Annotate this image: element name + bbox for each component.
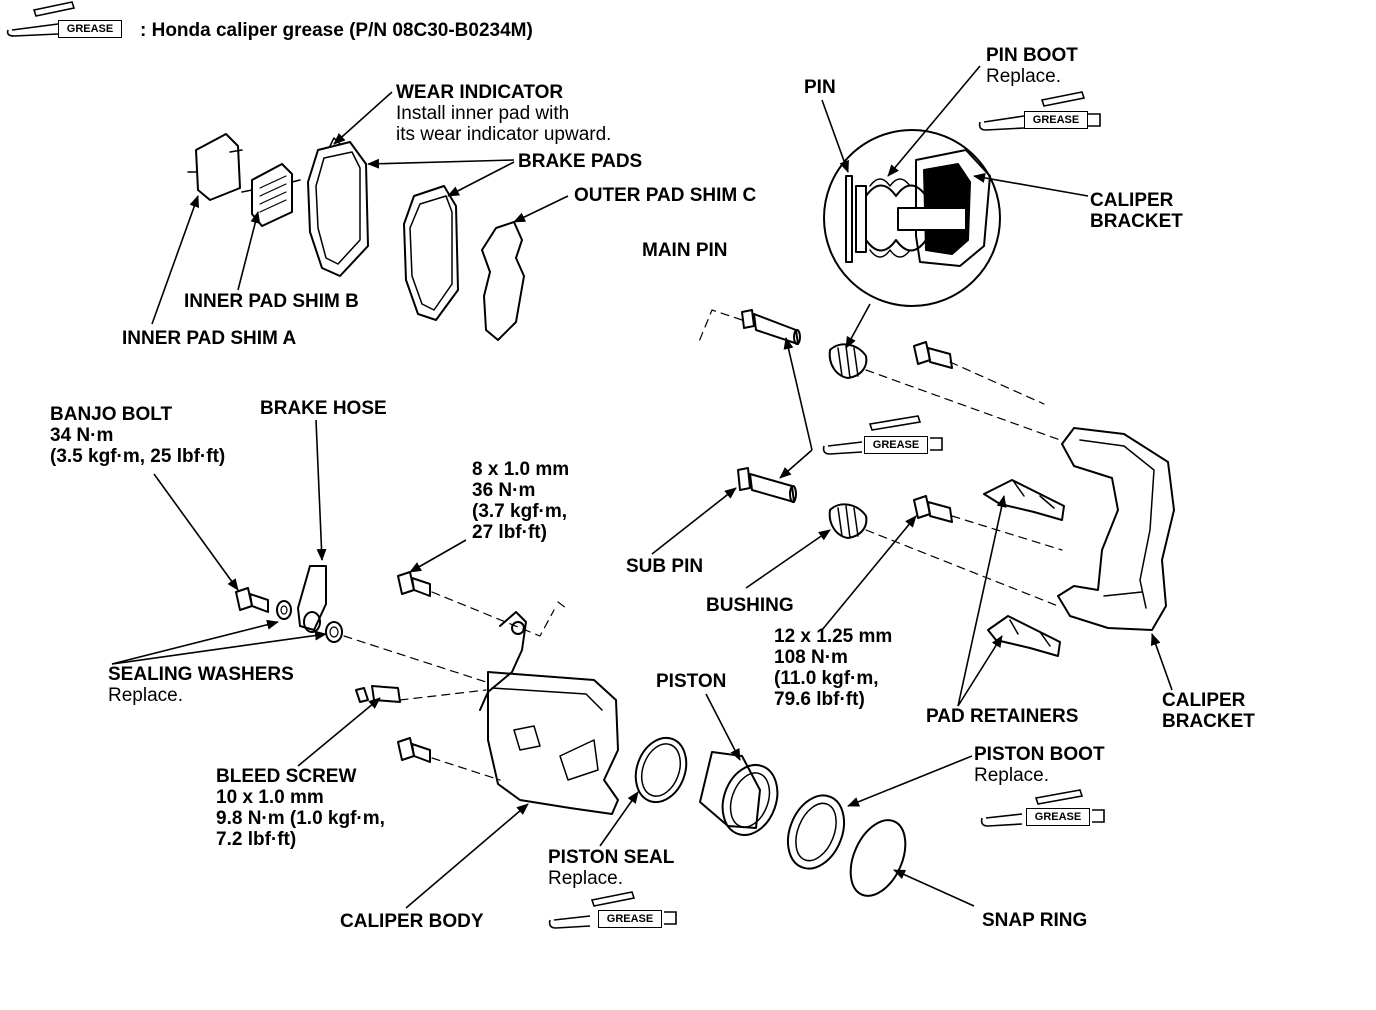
bleed-screw-part	[355, 685, 401, 703]
label-brake-pads: BRAKE PADS	[518, 151, 643, 172]
outer-pad-shim-c	[481, 221, 525, 341]
label-bolt-8mm: 8 x 1.0 mm 36 N·m (3.7 kgf·m, 27 lbf·ft)	[472, 459, 570, 543]
inner-pad-shim-a	[187, 133, 243, 201]
label-bushing: BUSHING	[706, 595, 794, 616]
piston-seal-ring	[634, 736, 688, 804]
grease-tube-icons	[6, 1, 1105, 929]
label-main-pin: MAIN PIN	[642, 240, 728, 261]
alignment-lines	[343, 309, 1063, 781]
grease-tube-icon	[548, 891, 677, 929]
pad-retainer-upper	[983, 479, 1065, 521]
grease-legend-text: : Honda caliper grease (P/N 08C30-B0234M…	[140, 20, 533, 41]
label-piston: PISTON	[656, 671, 727, 692]
label-outer-pad-shim-c: OUTER PAD SHIM C	[574, 185, 757, 206]
piston-boot-grease-tag: GREASE	[1026, 808, 1090, 826]
pin-grease-tag: GREASE	[864, 436, 928, 454]
label-banjo-bolt: BANJO BOLT 34 N·m (3.5 kgf·m, 25 lbf·ft)	[50, 404, 226, 467]
bushing	[828, 503, 868, 539]
inner-brake-pad	[307, 137, 369, 277]
caliper-bolt-8mm	[397, 571, 431, 597]
label-piston-seal: PISTON SEAL Replace.	[548, 847, 675, 889]
sub-pin	[737, 467, 797, 503]
piston-seal-grease-tag: GREASE	[598, 910, 662, 928]
label-sealing-washers: SEALING WASHERS Replace.	[108, 664, 294, 706]
main-pin	[741, 309, 801, 345]
snap-ring-part	[849, 819, 907, 897]
pin-detail-inset	[823, 129, 1001, 307]
label-brake-hose: BRAKE HOSE	[260, 398, 387, 419]
label-bolt-12mm: 12 x 1.25 mm 108 N·m (11.0 kgf·m, 79.6 l…	[774, 626, 893, 710]
inner-pad-shim-b	[241, 163, 301, 227]
pad-retainer-lower	[987, 615, 1061, 657]
sealing-washer-right	[325, 621, 343, 643]
caliper-body	[479, 611, 619, 815]
label-piston-boot: PISTON BOOT Replace.	[974, 744, 1105, 786]
bracket-bolt-12mm	[913, 495, 953, 523]
label-inner-pad-shim-a: INNER PAD SHIM A	[122, 328, 297, 349]
label-pad-retainers: PAD RETAINERS	[926, 706, 1079, 727]
grease-tube-icon	[6, 1, 76, 37]
outer-brake-pad	[403, 185, 459, 321]
brake-hose-fitting	[297, 565, 327, 633]
label-caliper-bracket-top: CALIPER BRACKET	[1090, 190, 1183, 232]
grease-tube-icon	[978, 91, 1101, 131]
piston	[699, 751, 779, 836]
bracket-bolt-upper	[913, 341, 953, 369]
label-inner-pad-shim-b: INNER PAD SHIM B	[184, 291, 359, 312]
label-pin: PIN	[804, 77, 836, 98]
label-wear-indicator: WEAR INDICATOR Install inner pad with it…	[396, 82, 612, 145]
label-caliper-body: CALIPER BODY	[340, 911, 484, 932]
pin-bushing-upper	[828, 343, 868, 379]
label-pin-boot: PIN BOOT Replace.	[986, 45, 1078, 87]
grease-tube-icon	[822, 415, 943, 455]
label-snap-ring: SNAP RING	[982, 910, 1088, 931]
piston-boot-ring	[787, 794, 845, 870]
pin-boot-grease-tag: GREASE	[1024, 111, 1088, 129]
sealing-washer-left	[276, 600, 292, 620]
banjo-bolt-part	[235, 587, 269, 613]
leader-arrows	[111, 65, 1173, 909]
label-sub-pin: SUB PIN	[626, 556, 704, 577]
caliper-bracket	[1057, 427, 1175, 631]
label-bleed-screw: BLEED SCREW 10 x 1.0 mm 9.8 N·m (1.0 kgf…	[216, 766, 385, 850]
grease-legend-tag: GREASE	[58, 20, 122, 38]
grease-tube-icon	[980, 789, 1105, 827]
caliper-bolt-lower	[397, 737, 431, 763]
label-caliper-bracket-bottom: CALIPER BRACKET	[1162, 690, 1255, 732]
